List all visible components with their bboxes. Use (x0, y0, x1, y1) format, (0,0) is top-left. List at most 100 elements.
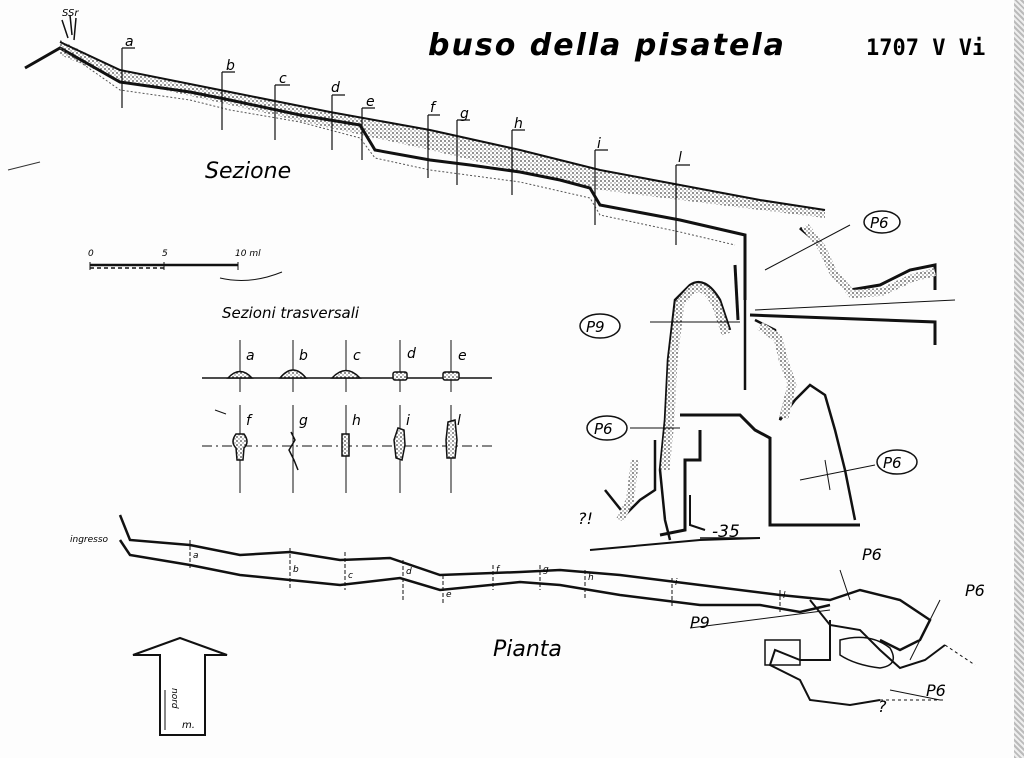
shaft-p9-inner-wall (733, 264, 740, 321)
cross-section-shape-i (393, 427, 406, 461)
plan-south-wall (118, 539, 831, 614)
p6-right-leader (799, 459, 876, 491)
shaft-bottom-detail (689, 495, 706, 531)
north-label: nord (169, 688, 179, 709)
scan-edge-texture (1014, 0, 1024, 758)
p6-top-leader (764, 224, 851, 271)
north-unit: m. (182, 720, 195, 731)
cross-label-a: a (246, 348, 255, 364)
scale-ticks: 0 5 10 ml (88, 249, 261, 259)
entrance-vegetation-icon (61, 14, 77, 41)
cross-section-shape-d (392, 371, 408, 381)
cross-section-shape-c (330, 369, 362, 379)
section-label-b: b (226, 58, 235, 74)
cross-label-g: g (299, 413, 308, 429)
scale-tick-0: 0 (88, 249, 94, 259)
section-marker-l (675, 164, 690, 245)
section-label-f: f (430, 100, 437, 116)
p9-tag: P9 (579, 313, 621, 339)
section-label-c: c (279, 71, 287, 87)
section-ceiling-line (59, 41, 826, 211)
section-marker-g (456, 119, 470, 185)
plan-label-c: c (348, 571, 353, 581)
section-marker-b (221, 71, 235, 130)
p6-left-tag: P6 (586, 415, 628, 441)
scale-bar (89, 262, 283, 281)
cadastre-code: 1707 V Vi (866, 36, 985, 61)
cross-section-shape-g (288, 431, 299, 471)
section-label-i: i (597, 136, 601, 152)
shaft-left-rock (660, 283, 731, 471)
section-marker-a (121, 47, 135, 108)
plan-label: Pianta (493, 637, 562, 662)
section-marker-e (361, 107, 375, 160)
shaft-right-rock (757, 322, 797, 420)
plan-pit-labels: P6 P6 P6 P9 ? (690, 545, 985, 716)
section-rock-ceiling (60, 40, 825, 218)
plan-marker-labels: a b c d e f g h i l (193, 551, 786, 601)
section-marker-c (274, 84, 290, 140)
section-marker-h (511, 129, 525, 195)
top-mark: SSr (62, 8, 79, 19)
scale-tick-10: 10 ml (235, 249, 261, 259)
section-label-a: a (125, 34, 134, 50)
plan-p6-label-c: P6 (926, 681, 946, 700)
unexplored-mark: ?! (578, 509, 593, 528)
plan-label-b: b (293, 565, 299, 575)
cross-label-f: f (246, 413, 253, 429)
plan-label-h: h (588, 573, 594, 583)
north-arrow-icon (132, 636, 228, 736)
section-marker-d (331, 94, 345, 150)
scale-tick-5: 5 (162, 249, 168, 259)
plan-leaders (689, 569, 941, 701)
section-label-h: h (514, 116, 523, 132)
level-line (754, 299, 956, 311)
cross-label-h: h (352, 413, 361, 429)
cross-label-i: i (406, 413, 410, 429)
shaft-system (589, 240, 937, 551)
cross-section-shape-e (442, 371, 460, 381)
plan-pit-oval (839, 636, 895, 669)
p6-top-tag: P6 (863, 210, 901, 234)
section-floor-line (24, 46, 747, 300)
section-marker-f (427, 114, 440, 178)
plan-pit-rect (764, 639, 801, 666)
p6-right-tag: P6 (876, 449, 918, 475)
cross-section-shape-h (341, 433, 350, 457)
cross-label-c: c (353, 348, 361, 364)
svg-text:P6: P6 (883, 454, 902, 472)
section-label-g: g (460, 106, 469, 122)
cross-section-shape-l (445, 419, 458, 459)
section-label-l: l (678, 150, 682, 166)
cross-label-d: d (407, 346, 416, 362)
section-label-e: e (366, 94, 375, 110)
plan-north-wall (118, 514, 932, 652)
svg-text:P6: P6 (870, 214, 889, 232)
shaft-p6-step (659, 430, 702, 537)
plan-label-a: a (193, 551, 199, 561)
plan-label-i: i (675, 578, 678, 588)
cross-section-shape-a (226, 370, 254, 379)
cross-sections-grid (202, 340, 492, 493)
plan-label-d: d (406, 567, 412, 577)
cross-section-shape-b (278, 369, 308, 379)
shaft-p9-floor (749, 313, 937, 345)
shaft-p6-left-wall (604, 440, 657, 517)
plan-p9-label: P9 (690, 613, 710, 632)
svg-text:P6: P6 (594, 420, 613, 438)
plan-section-markers (189, 540, 781, 612)
cross-section-labels: a b c d e f g h i l (246, 346, 467, 429)
cross-section-shape-f (232, 433, 248, 461)
section-marker-labels: a b c d e f g h i l (125, 34, 682, 166)
plan-view (118, 514, 976, 707)
plan-label-l: l (783, 591, 786, 601)
survey-title: buso della pisatela (428, 28, 786, 63)
plan-label-e: e (446, 590, 452, 600)
section-floor-hatch (59, 47, 736, 246)
pit-tags: P6 P9 P6 P6 (579, 210, 918, 475)
cross-sections-heading: Sezioni trasversali (222, 304, 360, 322)
section-marker-i (594, 149, 608, 225)
entrance-label: ingresso (70, 535, 109, 545)
